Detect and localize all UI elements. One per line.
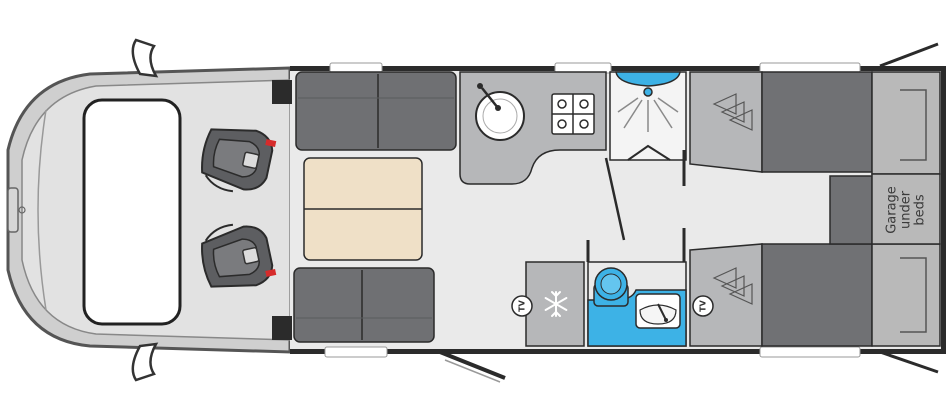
mirror-left: [131, 38, 159, 78]
cab-windscreen: [82, 98, 182, 326]
washroom-door: [604, 157, 626, 241]
single-bed-bottom: [761, 243, 873, 347]
garage-label: Garage under beds: [885, 186, 928, 234]
tv-label: TV: [518, 299, 527, 311]
kitchen: [459, 71, 607, 185]
wardrobe-top: [689, 71, 763, 173]
mirror-right: [131, 342, 159, 382]
cab-badge: [18, 206, 26, 214]
garage-cabinet-bottom: [871, 243, 941, 347]
bedroom: TV Garage under beds: [689, 71, 941, 347]
garage-label-panel: [871, 173, 941, 245]
garage-label-line3: beds: [913, 194, 928, 226]
partition-post-top: [272, 80, 292, 104]
tv-point-kitchen: TV: [511, 295, 533, 317]
sink-icon: [475, 83, 525, 141]
cab-seat-driver: [201, 128, 277, 193]
entrance-door: [439, 350, 506, 380]
garage-label-line1: Garage: [885, 186, 900, 234]
window: [324, 346, 388, 358]
garage-cabinet-top: [871, 71, 941, 175]
body-wall-bottom: [290, 349, 945, 354]
shower-icon: [617, 87, 679, 132]
rear-strut: [879, 42, 939, 68]
toilet-icon: [593, 267, 629, 307]
shower: [604, 71, 687, 241]
cab-seat-passenger: [201, 223, 277, 288]
fridge: TV: [511, 240, 590, 347]
cab-bumper: [7, 187, 19, 233]
partition-post-bottom: [272, 316, 292, 340]
lounge: [293, 71, 457, 343]
hanger-icon: [712, 93, 753, 131]
washroom: [587, 228, 687, 347]
bed-infill: [829, 175, 873, 245]
snowflake-icon: [544, 291, 568, 317]
body-wall-top: [290, 66, 945, 71]
gas-hob-icon: [551, 93, 595, 135]
tv-point-bedroom: TV: [692, 295, 714, 317]
rear-strut: [879, 350, 939, 374]
hanger-icon: [712, 267, 753, 305]
shower-door: [627, 144, 671, 161]
rear-wall: [941, 66, 946, 354]
entrance-door-step: [444, 359, 501, 383]
shower-basin: [615, 71, 681, 87]
garage-label-line2: under: [899, 190, 914, 229]
lounge-seat-top: [295, 71, 457, 151]
washbasin-icon: [635, 293, 681, 329]
cab-bonnet-line: [37, 109, 47, 311]
tv-label: TV: [699, 299, 708, 311]
cab: [6, 38, 292, 382]
window: [759, 346, 861, 358]
lounge-seat-bottom: [293, 267, 435, 343]
wardrobe-bottom: [689, 243, 763, 347]
single-bed-top: [761, 71, 873, 173]
